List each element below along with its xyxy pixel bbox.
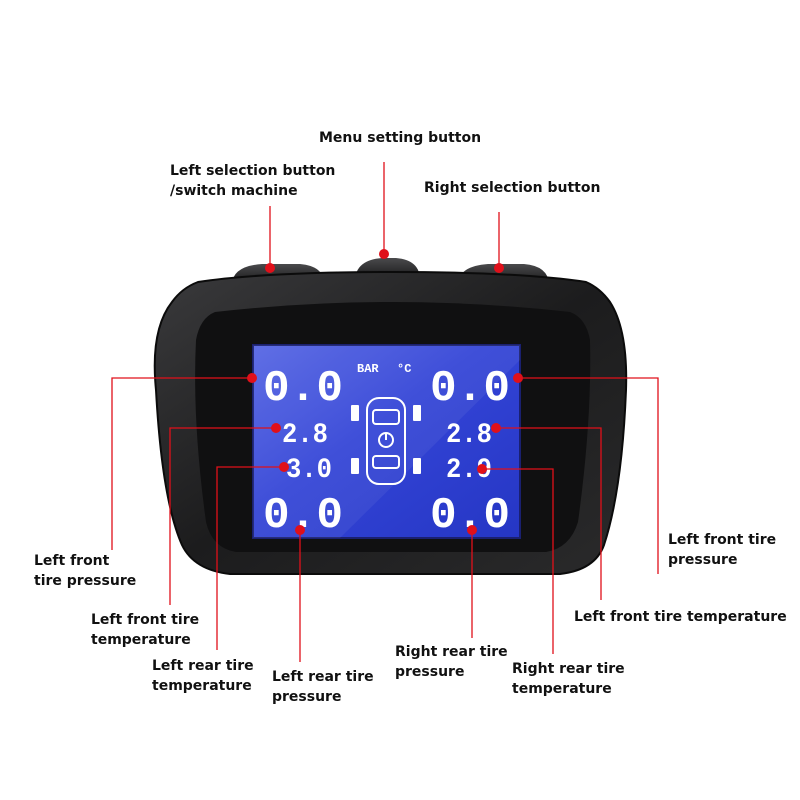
leader-left-front-temp <box>169 427 274 605</box>
label-right-selection-button: Right selection button <box>424 180 601 196</box>
tire-icon-rear-left <box>351 458 359 474</box>
dot-right-rear-temp <box>477 464 487 474</box>
label-left-selection-line2: /switch machine <box>170 183 298 199</box>
label-right-rear-tire-temperature: Right rear tire temperature <box>512 659 625 699</box>
tire-icons <box>351 405 421 474</box>
tire-icon-rear-right <box>413 458 421 474</box>
label-lf-temp-line1: Left front tire <box>91 612 200 628</box>
car-icon <box>366 397 406 485</box>
label-rr-temp-line2: temperature <box>512 681 612 697</box>
leader-right-front-temp <box>496 427 602 600</box>
dot-menu <box>379 249 389 259</box>
tire-icon-front-right <box>413 405 421 421</box>
leader-lines <box>111 162 659 662</box>
front-left-temp-readout: 2.8 <box>282 420 328 451</box>
label-right-rear-tire-pressure: Right rear tire pressure <box>395 642 508 682</box>
label-lf-pressure-line1: Left front <box>34 553 110 569</box>
label-lr-pressure-line1: Left rear tire <box>272 669 374 685</box>
leader-right-rear-temp <box>482 468 554 654</box>
front-right-temp-readout: 2.8 <box>446 420 492 451</box>
leader-dots <box>247 249 523 535</box>
dot-left-selection <box>265 263 275 273</box>
label-lr-pressure-line2: pressure <box>272 689 342 705</box>
dot-left-rear-pressure <box>295 525 305 535</box>
label-rr-pressure-line1: Right rear tire <box>395 644 508 660</box>
dot-right-selection <box>494 263 504 273</box>
leader-left-front-pressure <box>111 377 250 550</box>
label-rr-pressure-line2: pressure <box>395 664 465 680</box>
dot-right-front-temp <box>491 423 501 433</box>
label-left-selection-button: Left selection button /switch machine <box>170 161 335 201</box>
label-rf-pressure-line1: Left front tire <box>668 532 777 548</box>
label-menu-setting-button: Menu setting button <box>319 130 482 146</box>
label-left-rear-tire-temperature: Left rear tire temperature <box>152 656 254 696</box>
label-lr-temp-line1: Left rear tire <box>152 658 254 674</box>
label-lf-temp-line2: temperature <box>91 632 191 648</box>
label-left-selection-line1: Left selection button <box>170 163 336 179</box>
label-right-front-tire-temperature: Left front tire temperature <box>574 609 787 625</box>
unit-bar-label: BAR <box>357 362 379 376</box>
lcd-glare <box>253 345 520 538</box>
unit-celsius-label: °C <box>397 362 411 376</box>
dot-right-front-pressure <box>513 373 523 383</box>
front-left-pressure-readout: 0.0 <box>263 364 343 414</box>
dot-left-front-pressure <box>247 373 257 383</box>
label-rf-pressure-line2: pressure <box>668 552 738 568</box>
leader-left-rear-temp <box>216 466 282 650</box>
lcd-screen <box>252 344 521 539</box>
label-lf-pressure-line2: tire pressure <box>34 573 137 589</box>
front-right-pressure-readout: 0.0 <box>430 364 510 414</box>
dot-left-rear-temp <box>279 462 289 472</box>
label-right-front-tire-pressure: Left front tire pressure <box>668 530 776 570</box>
label-lr-temp-line2: temperature <box>152 678 252 694</box>
tire-icon-front-left <box>351 405 359 421</box>
label-left-front-tire-temperature: Left front tire temperature <box>91 610 199 650</box>
dot-left-front-temp <box>271 423 281 433</box>
rear-left-temp-readout: 3.0 <box>286 455 332 486</box>
label-left-front-tire-pressure: Left front tire pressure <box>34 551 136 591</box>
dot-right-rear-pressure <box>467 525 477 535</box>
label-rr-temp-line1: Right rear tire <box>512 661 625 677</box>
label-left-rear-tire-pressure: Left rear tire pressure <box>272 667 374 707</box>
leader-right-front-pressure <box>518 377 659 574</box>
